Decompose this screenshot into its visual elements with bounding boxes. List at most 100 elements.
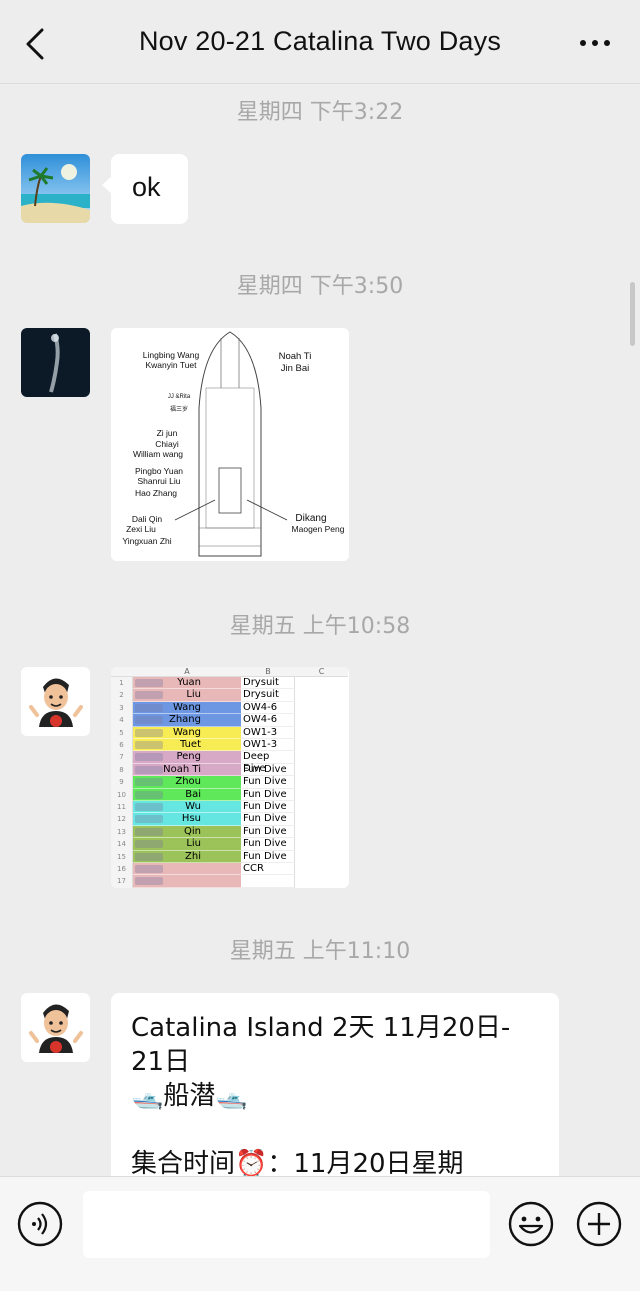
cell-dive-type: Fun Dive (241, 838, 295, 851)
cell-name-text: Noah Ti (163, 763, 201, 775)
redacted-mark (135, 778, 163, 787)
cell-dive-type: Deep Dive (241, 751, 295, 774)
avatar[interactable] (21, 328, 90, 397)
redacted-mark (135, 840, 163, 849)
avatar[interactable] (21, 993, 90, 1062)
diagram-name: Yingxuan Zhi (122, 536, 171, 546)
cell-dive-type: Fun Dive (241, 788, 295, 801)
column-header: B (241, 667, 295, 677)
cell-name-text: Zhou (175, 776, 201, 788)
redacted-mark (135, 865, 163, 873)
cell-name-text: Yuan (177, 677, 201, 688)
scrollbar[interactable] (630, 282, 635, 346)
diagram-name: Maogen Peng (292, 524, 345, 534)
cell-dive-type: Fun Dive (241, 801, 295, 814)
redacted-mark (135, 753, 163, 762)
row-number: 16 (111, 863, 133, 876)
column-header: A (133, 667, 241, 677)
cell-dive-type: Drysuit (241, 677, 295, 690)
diagram-name: Hao Zhang (135, 488, 177, 498)
message-composer (0, 1176, 640, 1291)
cell-name-text: Qin (184, 825, 201, 837)
cell-name-text: Zhang (168, 714, 201, 726)
cell-name-text: Hsu (181, 813, 201, 825)
diagram-name: Zi jun (157, 428, 178, 438)
cell-dive-type: OW4-6 (241, 701, 295, 715)
cell-name: Zhang (133, 714, 241, 727)
cell-dive-type: OW1-3 (241, 726, 295, 739)
cell-dive-type: Drysuit (241, 689, 295, 702)
cell-name: Noah Ti (133, 763, 241, 777)
cell-name: Zhou (133, 776, 241, 789)
table-row: 5 Wang OW1-3 (111, 726, 348, 739)
message-timestamp: 星期五 上午10:58 (229, 614, 411, 639)
message-input[interactable] (83, 1191, 490, 1258)
message-text: Catalina Island 2天 11月20日- 21日 🛥️船潜🛥️ 集合… (131, 1013, 511, 1179)
cell-name-text: Wang (172, 726, 201, 738)
cell-dive-type: Fun Dive (241, 813, 295, 826)
row-number: 5 (111, 726, 133, 739)
cell-name: Peng (133, 751, 241, 764)
cell-dive-type: Fun Dive (241, 776, 295, 789)
chevron-left-icon[interactable] (22, 26, 52, 62)
cell-name: Wang (133, 726, 241, 739)
cell-name-text: Wu (185, 801, 201, 812)
redacted-mark (135, 790, 163, 799)
cell-name: Yuan (133, 677, 241, 690)
cell-name-text: Wang (172, 701, 201, 713)
diagram-name: Shanrui Liu (137, 476, 180, 486)
redacted-mark (135, 815, 163, 824)
cell-dive-type: Fun Dive (241, 825, 295, 839)
chat-title: Nov 20-21 Catalina Two Days (138, 26, 502, 56)
cell-dive-type: Fun Dive (241, 850, 295, 863)
message-timestamp: 星期四 下午3:50 (236, 274, 404, 299)
emoji-icon[interactable] (508, 1201, 554, 1247)
redacted-mark (135, 765, 163, 774)
redacted-mark (135, 716, 163, 725)
boat-diagram-names: Lingbing Wang Kwanyin Tuet JJ &Rita 福三岁 … (122, 350, 344, 546)
row-number: 4 (111, 714, 133, 727)
cell-name-text: Tuet (179, 739, 201, 750)
redacted-mark (135, 803, 163, 811)
more-dots-icon[interactable] (580, 40, 610, 46)
diagram-name: JJ &Rita (168, 394, 191, 400)
diagram-name: Zexi Liu (126, 524, 156, 534)
avatar[interactable] (21, 667, 90, 736)
cell-name: Bai (133, 788, 241, 801)
row-number: 8 (111, 763, 133, 777)
message-bubble[interactable]: Catalina Island 2天 11月20日- 21日 🛥️船潜🛥️ 集合… (111, 993, 559, 1183)
cell-name (133, 875, 241, 888)
voice-icon[interactable] (17, 1201, 63, 1247)
diagram-name: Jin Bai (281, 363, 310, 374)
plus-icon[interactable] (576, 1201, 622, 1247)
row-number: 2 (111, 689, 133, 702)
row-number: 7 (111, 751, 133, 764)
redacted-mark (135, 679, 163, 687)
diagram-name: 福三岁 (170, 405, 188, 413)
message-bubble[interactable]: ok (102, 154, 188, 224)
diagram-name: Dali Qin (132, 514, 163, 524)
boat-diagram-image[interactable]: Lingbing Wang Kwanyin Tuet JJ &Rita 福三岁 … (111, 328, 349, 561)
chat-header: Nov 20-21 Catalina Two Days (0, 0, 640, 84)
cell-name-text: Liu (186, 838, 201, 850)
row-number: 9 (111, 776, 133, 789)
redacted-mark (135, 691, 163, 700)
cell-name-text: Bai (185, 788, 201, 800)
avatar[interactable] (21, 154, 90, 223)
redacted-mark (135, 877, 163, 886)
row-number: 10 (111, 788, 133, 801)
diagram-name: Chiayi (155, 439, 179, 449)
